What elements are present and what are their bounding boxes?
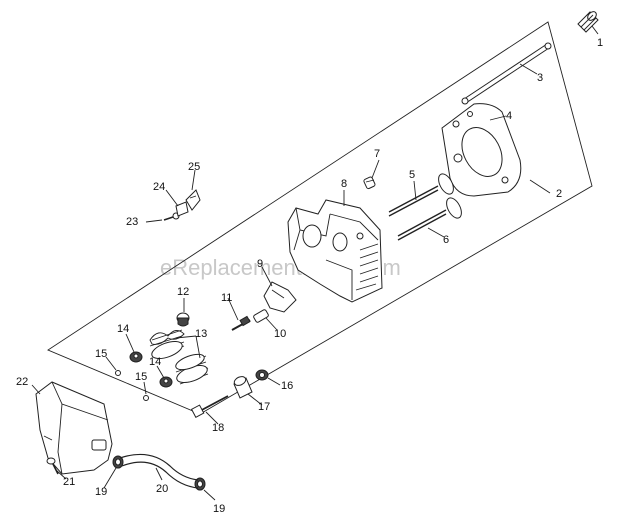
- callout-21: 21: [63, 476, 75, 488]
- callout-18: 18: [212, 422, 224, 434]
- callout-22: 22: [16, 376, 28, 388]
- part-1-fitting: [577, 11, 599, 33]
- part-24-clip: [175, 201, 189, 217]
- part-6-valve: [397, 197, 462, 241]
- part-23-screw: [163, 212, 180, 221]
- callout-14b: 14: [149, 356, 161, 368]
- callout-24: 24: [153, 181, 165, 193]
- callout-19a: 19: [95, 486, 107, 498]
- part-12-valve-cap: [176, 312, 190, 327]
- callout-13: 13: [195, 328, 207, 340]
- callout-14a: 14: [117, 323, 129, 335]
- part-8-cylinder-head: [287, 199, 383, 303]
- part-25-bracket: [185, 189, 201, 211]
- callout-25: 25: [188, 161, 200, 173]
- part-14-retainer-lower: [159, 376, 173, 388]
- part-15-keeper-upper: [115, 370, 121, 376]
- part-7-plug: [363, 176, 376, 190]
- callout-7: 7: [374, 148, 380, 160]
- part-4-head-gasket: [441, 103, 522, 197]
- callouts: 1 2 3 4 5 6 7 8 9 10 11 12 13 14 14 15 1…: [16, 37, 603, 515]
- part-11-stud: [231, 315, 251, 331]
- part-13-valve-spring-lower: [175, 353, 209, 385]
- part-10-pivot: [253, 309, 269, 323]
- part-21-screw: [46, 457, 59, 475]
- part-13-valve-spring-upper: [149, 329, 185, 360]
- part-15-keeper-lower: [143, 395, 149, 401]
- part-16-seal: [255, 369, 269, 381]
- callout-12: 12: [177, 286, 189, 298]
- callout-8: 8: [341, 178, 347, 190]
- callout-10: 10: [274, 328, 286, 340]
- part-9-rocker-arm: [263, 281, 297, 313]
- callout-6: 6: [443, 234, 449, 246]
- part-5-valve: [388, 173, 454, 217]
- part-19-clamp-right: [194, 477, 206, 491]
- callout-4: 4: [506, 110, 512, 122]
- callout-17: 17: [258, 401, 270, 413]
- callout-20: 20: [156, 483, 168, 495]
- callout-19b: 19: [213, 503, 225, 515]
- callout-16: 16: [281, 380, 293, 392]
- callout-9: 9: [257, 258, 263, 270]
- callout-11: 11: [221, 292, 232, 304]
- callout-1: 1: [597, 37, 603, 49]
- part-20-breather-hose: [119, 453, 199, 489]
- part-17-spacer: [233, 376, 253, 399]
- part-14-retainer-upper: [129, 351, 143, 363]
- callout-2: 2: [556, 188, 562, 200]
- callout-23: 23: [126, 216, 138, 228]
- callout-15b: 15: [135, 371, 147, 383]
- callout-3: 3: [537, 72, 543, 84]
- part-3-push-rod: [461, 42, 552, 105]
- part-22-valve-cover: [35, 381, 113, 475]
- part-18-bolt: [190, 395, 229, 418]
- callout-5: 5: [409, 169, 415, 181]
- callout-15a: 15: [95, 348, 107, 360]
- leader-lines: [31, 25, 599, 501]
- part-19-clamp-left: [112, 455, 124, 469]
